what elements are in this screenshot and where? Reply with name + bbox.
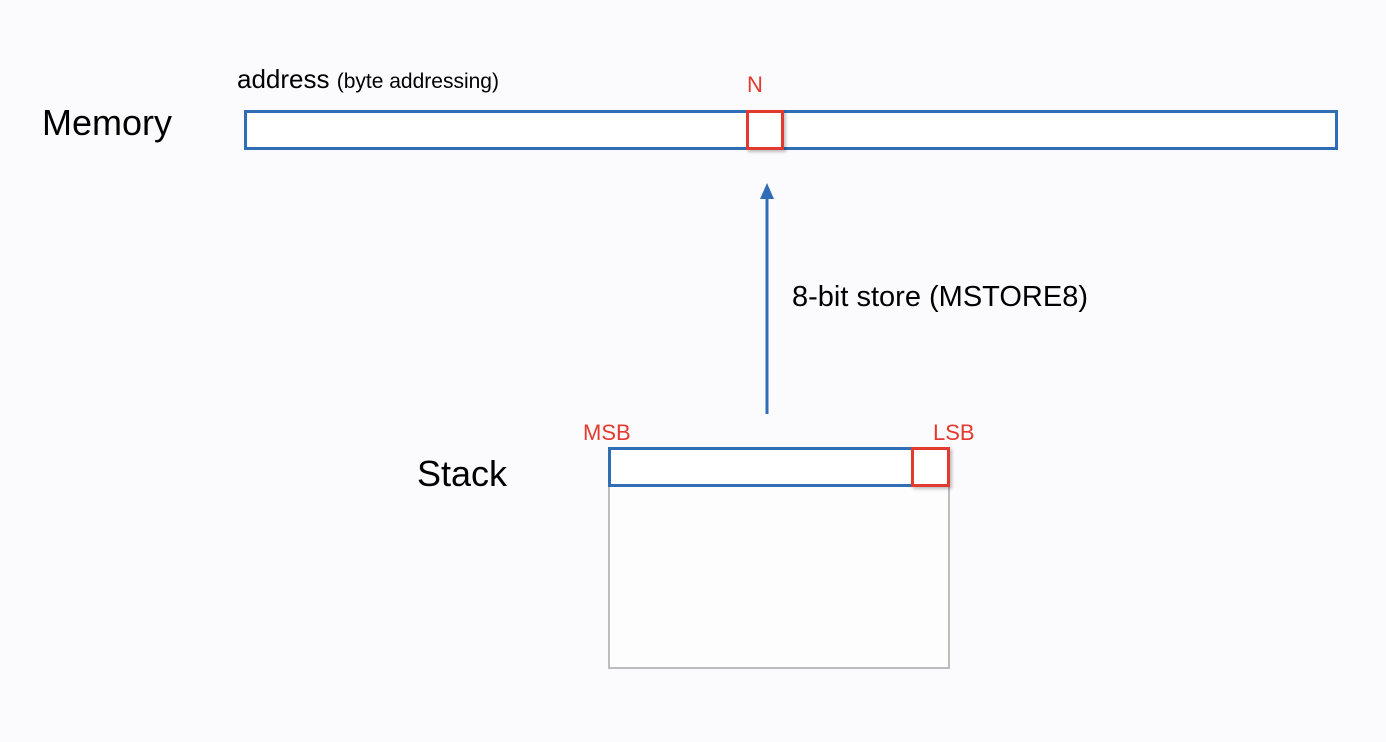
stack-top-word [608, 447, 950, 487]
address-label: address [237, 64, 330, 94]
msb-label: MSB [583, 420, 631, 445]
memory-bar [244, 110, 1338, 150]
lsb-label: LSB [933, 420, 975, 445]
memory-title: Memory [42, 102, 173, 143]
stack-body [608, 484, 950, 669]
stack-lsb-cell [911, 447, 950, 487]
store-arrow-head [760, 183, 774, 199]
memory-cell-n [746, 110, 784, 150]
address-caption: address (byte addressing) [237, 64, 499, 95]
stack-title: Stack [417, 453, 508, 494]
memory-cell-label-n: N [747, 72, 763, 97]
operation-label: 8-bit store (MSTORE8) [792, 281, 1088, 313]
address-note: (byte addressing) [336, 70, 499, 93]
